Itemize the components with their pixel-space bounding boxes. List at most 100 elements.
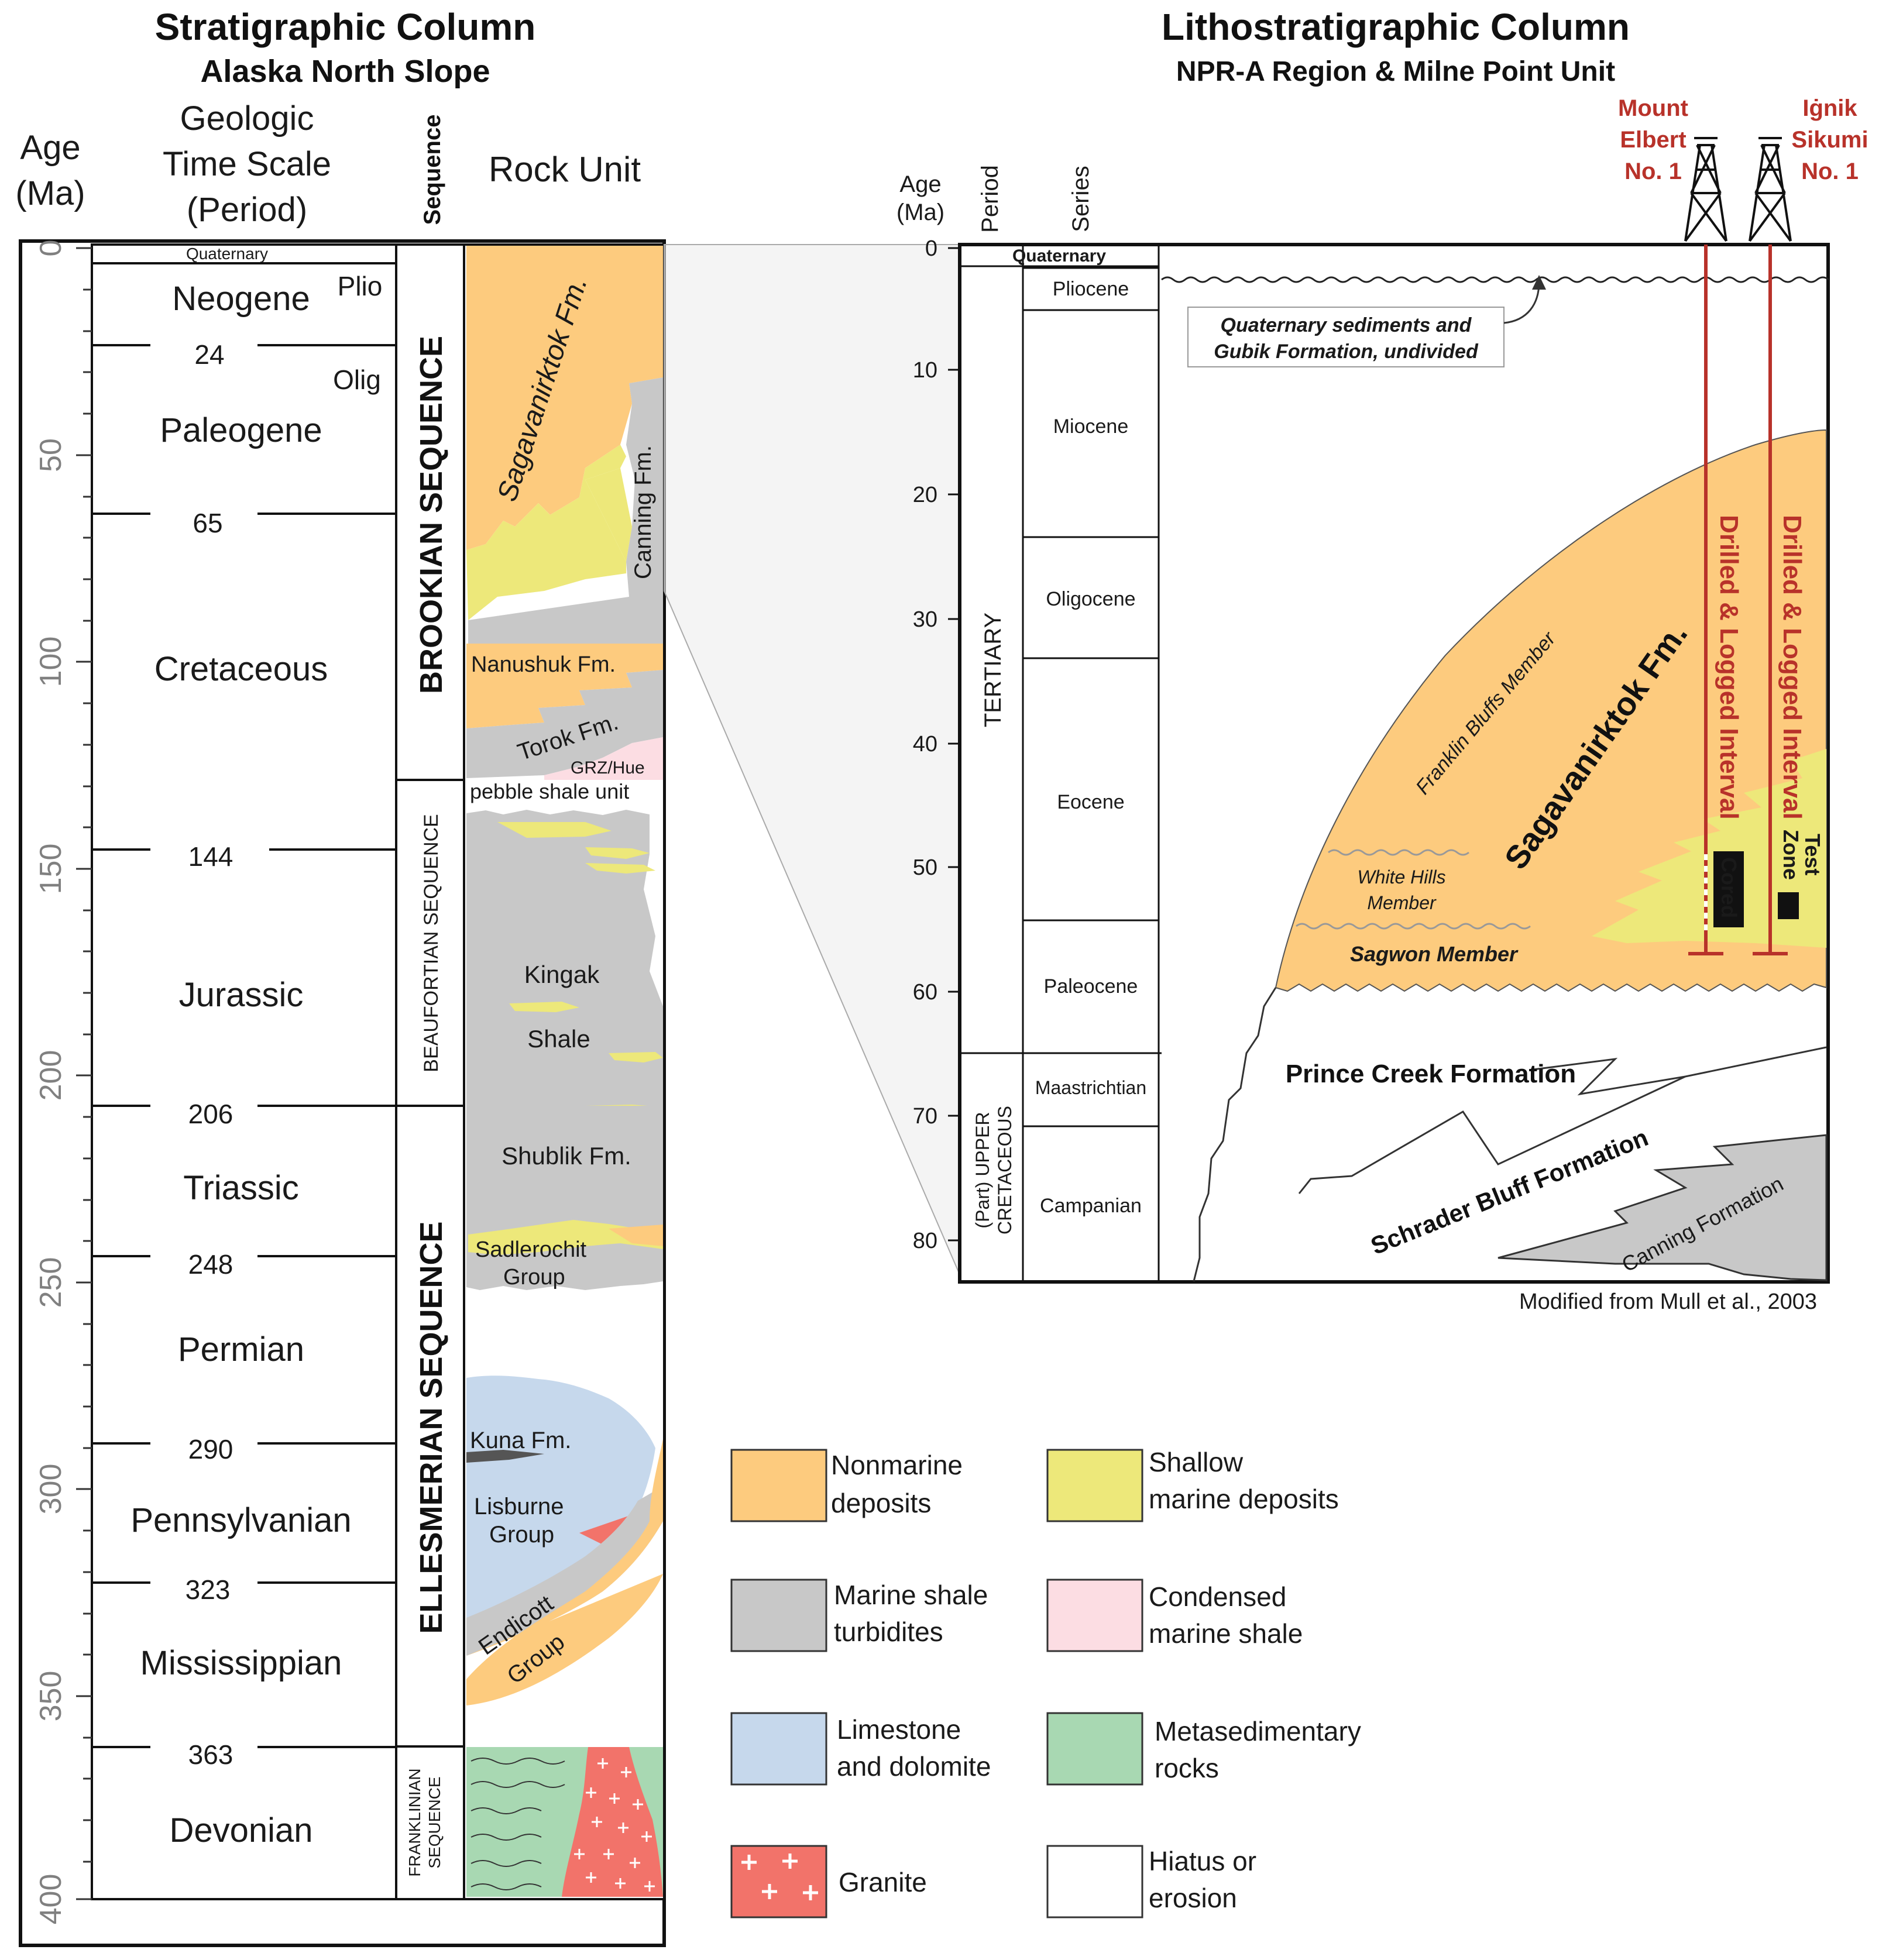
schrader-zigzag bbox=[1298, 1075, 1686, 1194]
rock-label-shublik: Shublik Fm. bbox=[502, 1142, 631, 1170]
legend-swatch-nonmarine bbox=[730, 1449, 827, 1522]
credit: Modified from Mull et al., 2003 bbox=[1519, 1290, 1817, 1314]
boundary-144: 144 bbox=[188, 841, 233, 872]
series-eocene: Eocene bbox=[1057, 791, 1124, 813]
prince-creek-left-edge bbox=[1193, 987, 1277, 1282]
left-age-label: 150 bbox=[34, 844, 68, 895]
sequence-brookian: BROOKIAN SEQUENCE bbox=[414, 336, 449, 694]
legend-swatch-hiatus bbox=[1046, 1845, 1143, 1918]
series-pliocene: Pliocene bbox=[1053, 278, 1129, 300]
right-subtitle: NPR-A Region & Milne Point Unit bbox=[1176, 56, 1615, 87]
left-time-header-1: Geologic bbox=[180, 99, 314, 137]
series-campanian: Campanian bbox=[1040, 1195, 1142, 1217]
rock-endicott-shale bbox=[466, 1486, 663, 1656]
right-title: Lithostratigraphic Column bbox=[1162, 6, 1630, 48]
right-age-label: 60 bbox=[913, 980, 937, 1005]
sequence-dividers bbox=[396, 779, 464, 1748]
right-period-tertiary: TERTIARY bbox=[980, 613, 1006, 727]
legend: Nonmarine deposits Shallow marine deposi… bbox=[730, 1447, 1361, 1918]
epoch-olig: Olig bbox=[333, 365, 381, 395]
quaternary-callout-line1: Quaternary sediments and bbox=[1221, 314, 1472, 336]
rock-kingak-sand-1 bbox=[497, 822, 612, 838]
left-age-label: 100 bbox=[34, 637, 68, 687]
rock-shallow-tongue-2 bbox=[585, 468, 632, 562]
quaternary-callout-arrowhead bbox=[1532, 275, 1546, 290]
legend-swatch-shallow bbox=[1046, 1449, 1143, 1522]
rock-label-sadlerochit-group: Group bbox=[503, 1265, 565, 1290]
period-cretaceous: Cretaceous bbox=[154, 650, 328, 688]
right-series-header: Series bbox=[1068, 166, 1094, 232]
legend-label: Metasedimentary bbox=[1155, 1716, 1361, 1746]
period-quaternary: Quaternary bbox=[186, 245, 268, 263]
schrader-upper-contact bbox=[1533, 1046, 1827, 1096]
well-2-name-1: Iġnik bbox=[1802, 95, 1857, 121]
right-age-label: 50 bbox=[913, 855, 937, 880]
series-maastrichtian: Maastrichtian bbox=[1035, 1077, 1146, 1098]
right-age-label: 20 bbox=[913, 483, 937, 507]
well-1-interval: Drilled & Logged Interval bbox=[1715, 515, 1743, 820]
well-1-cored-label: Cored bbox=[1717, 857, 1741, 918]
period-permian: Permian bbox=[178, 1330, 304, 1368]
label-sagwon: Sagwon Member bbox=[1350, 942, 1519, 966]
sequence-franklinian-1: FRANKLINIAN bbox=[406, 1768, 424, 1876]
rock-kingak-shale bbox=[466, 810, 663, 1106]
rock-endicott-nonmarine bbox=[466, 1439, 663, 1705]
legend-label: marine deposits bbox=[1149, 1484, 1339, 1514]
well-2-name-2: Sikumi bbox=[1791, 127, 1868, 153]
left-time-column bbox=[91, 243, 397, 1900]
legend-label: Granite bbox=[839, 1867, 927, 1897]
well-1-name-1: Mount bbox=[1618, 95, 1688, 121]
period-neogene: Neogene bbox=[172, 280, 310, 318]
well-2-name-3: No. 1 bbox=[1801, 159, 1859, 184]
left-age-header-1: Age bbox=[20, 129, 80, 167]
rock-label-sadlerochit: Sadlerochit bbox=[475, 1237, 587, 1262]
boundary-290: 290 bbox=[188, 1434, 233, 1464]
rock-grz-hue bbox=[544, 737, 663, 780]
period-triassic: Triassic bbox=[183, 1169, 299, 1207]
label-white-hills-2: Member bbox=[1367, 892, 1437, 913]
legend-label: Condensed bbox=[1149, 1581, 1286, 1612]
sagavanirktok-shallow-tongue bbox=[1592, 749, 1826, 948]
rock-shublik bbox=[466, 1106, 663, 1217]
quaternary-callout-box bbox=[1187, 307, 1505, 367]
series-miocene: Miocene bbox=[1053, 415, 1129, 438]
white-hills-upper-contact bbox=[1328, 849, 1469, 856]
rock-label-grz-hue: GRZ/Hue bbox=[571, 758, 645, 778]
rock-label-lisburne-group: Group bbox=[489, 1522, 554, 1548]
legend-swatch-metasedimentary bbox=[1046, 1712, 1143, 1786]
period-paleogene: Paleogene bbox=[160, 411, 322, 449]
legend-swatch-condensed bbox=[1046, 1579, 1143, 1652]
series-dividers bbox=[1023, 267, 1159, 1127]
right-age-tick-labels: 0 10 20 30 40 50 60 70 80 bbox=[913, 236, 937, 1253]
granite-crosses bbox=[574, 1758, 655, 1892]
sequence-franklinian-2: SEQUENCE bbox=[425, 1776, 444, 1868]
epoch-plio: Plio bbox=[338, 271, 383, 301]
legend-label: Hiatus or bbox=[1149, 1846, 1256, 1876]
right-period-upper-cretaceous-2: CRETACEOUS bbox=[994, 1106, 1015, 1235]
metasediment-texture bbox=[470, 1758, 565, 1890]
left-age-ticks bbox=[76, 247, 92, 1900]
label-prince-creek: Prince Creek Formation bbox=[1286, 1060, 1576, 1088]
sequence-beaufortian: BEAUFORTIAN SEQUENCE bbox=[420, 814, 442, 1072]
well-1-cored-box bbox=[1713, 851, 1744, 927]
boundary-24: 24 bbox=[194, 339, 224, 370]
well-1-name-2: Elbert bbox=[1620, 127, 1686, 153]
period-pennsylvanian: Pennsylvanian bbox=[130, 1501, 351, 1539]
label-white-hills-1: White Hills bbox=[1357, 866, 1445, 888]
period-jurassic: Jurassic bbox=[179, 976, 304, 1014]
left-age-label: 50 bbox=[34, 438, 68, 472]
rock-kuna-shale bbox=[466, 1450, 544, 1463]
left-age-label: 350 bbox=[34, 1671, 68, 1722]
rock-sadlerochit-nonmarine bbox=[609, 1225, 663, 1246]
right-period-quaternary: Quaternary bbox=[1012, 246, 1106, 266]
boundary-65: 65 bbox=[193, 508, 222, 538]
rock-sagavanirktok bbox=[466, 246, 663, 550]
rock-kingak-sand-5 bbox=[609, 1052, 663, 1062]
legend-label: Shallow bbox=[1149, 1447, 1244, 1477]
quaternary-unconformity bbox=[1161, 276, 1829, 283]
legend-label: rocks bbox=[1155, 1753, 1219, 1783]
right-period-upper-cretaceous-1: (Part) UPPER bbox=[972, 1112, 993, 1228]
legend-label: deposits bbox=[831, 1488, 931, 1518]
rock-label-kuna: Kuna Fm. bbox=[470, 1428, 571, 1453]
series-paleocene: Paleocene bbox=[1044, 975, 1138, 998]
